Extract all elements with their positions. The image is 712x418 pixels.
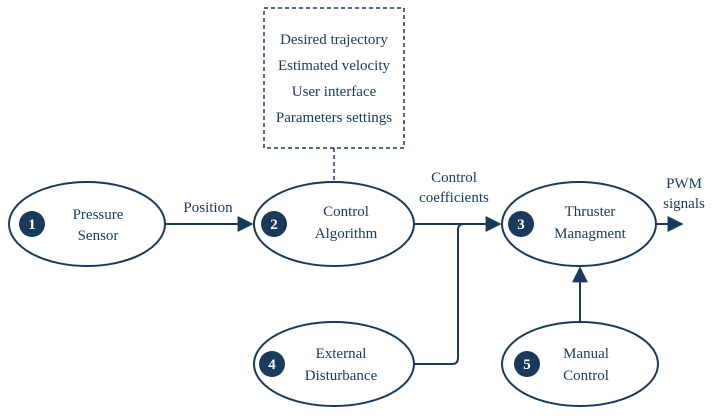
node-4-badge	[259, 351, 285, 377]
edge-pwm-label-2: signals	[663, 196, 705, 212]
node-control-algorithm: 2 Control Algorithm	[253, 181, 415, 267]
node-manual-control: 5 Manual Control	[501, 321, 659, 407]
node-thruster-management: 3 Thruster Managment	[501, 181, 657, 267]
node-5-number: 5	[523, 357, 531, 373]
node-1-number: 1	[28, 217, 36, 233]
node-3-number: 3	[517, 217, 525, 233]
edge-pwm-label-1: PWM	[666, 176, 702, 192]
input-user-interface: User interface	[292, 84, 377, 100]
input-desired-trajectory: Desired trajectory	[280, 32, 388, 48]
inputs-box: Desired trajectory Estimated velocity Us…	[263, 7, 405, 149]
node-pressure-sensor-line1: Pressure	[73, 207, 124, 223]
node-manual-control-line2: Control	[563, 368, 609, 384]
input-parameters-settings: Parameters settings	[276, 110, 392, 126]
node-4-number: 4	[268, 357, 276, 373]
node-external-disturbance: 4 External Disturbance	[253, 321, 415, 407]
node-pressure-sensor-line2: Sensor	[78, 228, 119, 244]
node-1-badge	[19, 211, 45, 237]
node-thruster-management-line2: Managment	[554, 226, 626, 242]
edge-position-label: Position	[183, 200, 233, 216]
node-control-algorithm-line1: Control	[323, 204, 369, 220]
input-estimated-velocity: Estimated velocity	[278, 58, 391, 74]
node-5-badge	[514, 351, 540, 377]
node-2-badge	[261, 211, 287, 237]
node-control-algorithm-line2: Algorithm	[315, 226, 378, 242]
node-2-number: 2	[270, 217, 278, 233]
edge-control-coefficients-label-2: coefficients	[419, 190, 489, 206]
edge-disturbance-line	[414, 223, 465, 365]
node-manual-control-line1: Manual	[563, 346, 609, 362]
node-pressure-sensor: 1 Pressure Sensor	[8, 181, 166, 267]
inputs-box-border	[263, 7, 405, 149]
node-external-disturbance-line1: External	[316, 346, 367, 362]
node-3-badge	[508, 211, 534, 237]
edge-control-coefficients-label-1: Control	[431, 170, 477, 186]
node-external-disturbance-line2: Disturbance	[305, 368, 378, 384]
node-thruster-management-line1: Thruster	[565, 204, 616, 220]
